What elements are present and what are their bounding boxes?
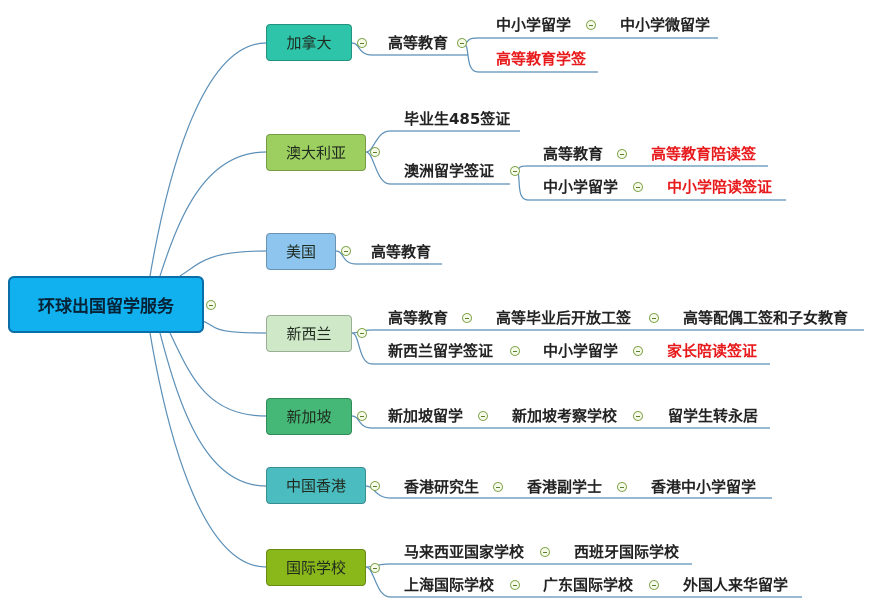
collapse-toggle-icon[interactable]	[649, 313, 659, 323]
branch-line	[365, 151, 510, 185]
collapse-toggle-icon[interactable]	[617, 482, 627, 492]
branch-line	[462, 37, 718, 44]
leaf-hk-k12-study[interactable]: 香港中小学留学	[651, 478, 757, 496]
leaf-canada-higher-education[interactable]: 高等教育	[388, 34, 449, 52]
collapse-toggle-icon[interactable]	[370, 147, 380, 157]
leaf-canada-higher-edu-visa[interactable]: 高等教育学签	[496, 50, 587, 68]
root-branch-line	[159, 332, 267, 487]
collapse-toggle-icon[interactable]	[633, 346, 643, 356]
leaf-hk-associate-degree[interactable]: 香港副学士	[527, 478, 603, 496]
topic-australia[interactable]: 澳大利亚	[266, 134, 366, 171]
leaf-nz-study-visa[interactable]: 新西兰留学签证	[388, 342, 494, 360]
collapse-toggle-icon[interactable]	[540, 547, 550, 557]
collapse-toggle-icon[interactable]	[617, 149, 627, 159]
collapse-toggle-icon[interactable]	[510, 580, 520, 590]
collapse-toggle-icon[interactable]	[633, 411, 643, 421]
branch-line	[514, 165, 768, 171]
branch-line	[365, 566, 802, 598]
collapse-toggle-icon[interactable]	[370, 481, 380, 491]
collapse-toggle-icon[interactable]	[633, 182, 643, 192]
branch-line	[365, 130, 520, 153]
branch-line	[351, 332, 770, 365]
branch-line	[351, 329, 864, 334]
leaf-us-higher-education[interactable]: 高等教育	[371, 243, 432, 261]
topic-canada-label: 加拿大	[286, 34, 332, 52]
leaf-canada-k12-micro-study[interactable]: 中小学微留学	[620, 16, 711, 34]
leaf-nz-post-study-work-visa[interactable]: 高等毕业后开放工签	[496, 309, 632, 327]
collapse-toggle-icon[interactable]	[510, 166, 520, 176]
leaf-au-higher-education[interactable]: 高等教育	[543, 145, 604, 163]
collapse-toggle-icon[interactable]	[370, 563, 380, 573]
leaf-nz-spouse-work-children-edu[interactable]: 高等配偶工签和子女教育	[683, 309, 849, 327]
leaf-nz-higher-education[interactable]: 高等教育	[388, 309, 449, 327]
leaf-sg-study[interactable]: 新加坡留学	[388, 407, 464, 425]
leaf-canada-k12-study[interactable]: 中小学留学	[496, 16, 572, 34]
leaf-intl-malaysia-school[interactable]: 马来西亚国家学校	[404, 543, 525, 561]
collapse-toggle-icon[interactable]	[649, 580, 659, 590]
branch-line	[365, 563, 692, 568]
topic-hong-kong[interactable]: 中国香港	[266, 467, 366, 504]
topic-usa[interactable]: 美国	[266, 233, 336, 270]
collapse-toggle-icon[interactable]	[478, 411, 488, 421]
collapse-toggle-icon[interactable]	[586, 20, 596, 30]
leaf-hk-postgraduate[interactable]: 香港研究生	[404, 478, 480, 496]
leaf-au-graduate-485[interactable]: 毕业生485签证	[404, 110, 511, 128]
leaf-nz-k12-study[interactable]: 中小学留学	[543, 342, 619, 360]
topic-singapore[interactable]: 新加坡	[266, 398, 352, 435]
branch-line	[335, 250, 442, 265]
leaf-au-study-visa[interactable]: 澳洲留学签证	[404, 162, 495, 180]
collapse-toggle-icon[interactable]	[357, 38, 367, 48]
collapse-toggle-icon[interactable]	[341, 246, 351, 256]
collapse-toggle-icon[interactable]	[493, 482, 503, 492]
topic-international-schools-label: 国际学校	[285, 559, 346, 577]
leaf-sg-exam-school[interactable]: 新加坡考察学校	[512, 407, 618, 425]
branch-line	[351, 42, 468, 56]
leaf-au-k12-study[interactable]: 中小学留学	[543, 178, 619, 196]
root-branch-line	[149, 332, 267, 568]
root-branch-line	[179, 250, 267, 277]
root-topic-label: 环球出国留学服务	[38, 297, 174, 317]
topic-international-schools[interactable]: 国际学校	[266, 549, 366, 586]
topic-usa-label: 美国	[285, 243, 316, 261]
branch-line	[365, 485, 772, 499]
leaf-au-higher-edu-accompany-visa[interactable]: 高等教育陪读签	[651, 145, 757, 163]
leaf-au-k12-accompany-visa[interactable]: 中小学陪读签证	[667, 178, 773, 196]
root-branch-line	[149, 42, 267, 277]
root-branch-line	[199, 319, 267, 334]
topic-hong-kong-label: 中国香港	[285, 477, 346, 495]
root-branch-line	[159, 151, 267, 277]
topic-canada[interactable]: 加拿大	[266, 24, 352, 61]
leaf-sg-permanent-residence[interactable]: 留学生转永居	[668, 407, 759, 425]
root-branch-line	[169, 332, 267, 417]
topic-singapore-label: 新加坡	[286, 408, 332, 426]
branch-line	[351, 415, 770, 429]
leaf-intl-foreigners-study-china[interactable]: 外国人来华留学	[683, 576, 789, 594]
topic-new-zealand[interactable]: 新西兰	[266, 315, 352, 352]
root-topic[interactable]: 环球出国留学服务	[8, 276, 204, 333]
leaf-intl-spain-school[interactable]: 西班牙国际学校	[574, 543, 680, 561]
collapse-toggle-icon[interactable]	[457, 38, 467, 48]
topic-australia-label: 澳大利亚	[285, 144, 346, 162]
leaf-intl-guangdong-school[interactable]: 广东国际学校	[543, 576, 634, 594]
collapse-toggle-icon[interactable]	[357, 411, 367, 421]
leaf-nz-parent-visa[interactable]: 家长陪读签证	[667, 342, 758, 360]
collapse-toggle-icon[interactable]	[510, 346, 520, 356]
topic-new-zealand-label: 新西兰	[286, 325, 332, 343]
root-collapse-toggle-icon[interactable]	[206, 300, 216, 310]
collapse-toggle-icon[interactable]	[462, 313, 472, 323]
leaf-intl-shanghai-school[interactable]: 上海国际学校	[404, 576, 495, 594]
collapse-toggle-icon[interactable]	[357, 328, 367, 338]
